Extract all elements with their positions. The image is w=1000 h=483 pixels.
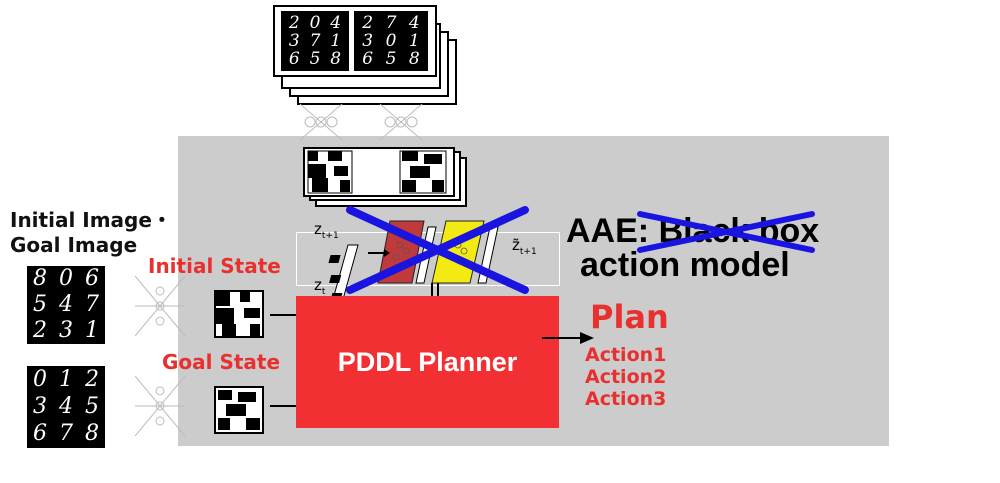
digit-cell: 0 xyxy=(33,366,47,392)
digit-cell: 2 xyxy=(85,366,99,392)
digit-cell: 2 xyxy=(362,12,374,33)
plan-action-2: Action2 xyxy=(585,366,667,388)
digit-cell: 4 xyxy=(330,12,342,33)
digit-cell: 0 xyxy=(385,30,397,51)
z-t1-label: zt+1 xyxy=(314,220,339,241)
digit-cell: 3 xyxy=(59,318,73,343)
digit-cell: 6 xyxy=(362,48,374,69)
decoded-image-stack xyxy=(273,5,457,141)
digit-cell: 7 xyxy=(309,30,321,51)
plan-title: Plan xyxy=(590,298,669,336)
digit-cell: 7 xyxy=(385,12,397,33)
digit-cell: 1 xyxy=(408,30,420,51)
digit-cell: 1 xyxy=(85,318,99,343)
digit-cell: 8 xyxy=(33,266,47,291)
digit-cell: 8 xyxy=(408,48,420,69)
digit-cell: 6 xyxy=(33,421,47,447)
digit-cell: 1 xyxy=(330,30,342,51)
goal-state-label: Goal State xyxy=(162,350,281,374)
digit-cell: 4 xyxy=(59,292,73,317)
initial-goal-image-label-2: Goal Image xyxy=(10,233,138,257)
digit-cell: 4 xyxy=(59,393,73,419)
digit-cell: 3 xyxy=(33,393,47,419)
digit-cell: 5 xyxy=(385,48,397,69)
z-tilde-label: z̃t+1 xyxy=(512,236,537,257)
digit-cell: 3 xyxy=(362,30,374,51)
digit-cell: 4 xyxy=(408,12,420,33)
digit-cell: 2 xyxy=(288,12,300,33)
digit-cell: 2 xyxy=(33,318,47,343)
plan-actions: Action1 Action2 Action3 xyxy=(585,344,666,410)
black-box-cross xyxy=(637,211,815,253)
output-arrow xyxy=(542,332,594,344)
pddl-planner-box: PDDL Planner xyxy=(296,296,559,428)
digit-cell: 8 xyxy=(330,48,342,69)
digit-cell: 0 xyxy=(59,266,73,291)
initial-state-bits xyxy=(214,290,264,338)
digit-cell: 7 xyxy=(59,421,73,447)
latent-state-stack xyxy=(303,147,467,207)
z-t-label: zt xyxy=(314,276,326,297)
digit-cell: 1 xyxy=(59,366,73,392)
digit-cell: 8 xyxy=(85,421,99,447)
plan-action-3: Action3 xyxy=(585,388,667,410)
digit-cell: 6 xyxy=(85,266,99,291)
digit-cell: 0 xyxy=(309,12,321,33)
digit-cell: 5 xyxy=(85,393,99,419)
pddl-planner-label: PDDL Planner xyxy=(337,346,518,377)
plan-action-1: Action1 xyxy=(585,344,667,366)
digit-cell: 7 xyxy=(85,292,99,317)
goal-state-bits xyxy=(214,386,264,434)
digit-cell: 5 xyxy=(309,48,321,69)
encoder-networks xyxy=(135,275,186,437)
aae-network xyxy=(328,206,529,310)
digit-cell: 5 xyxy=(33,292,47,317)
initial-goal-image-label-1: Initial Image・ xyxy=(10,208,172,232)
digit-cell: 3 xyxy=(288,30,300,51)
digit-cell: 6 xyxy=(288,48,300,69)
initial-state-label: Initial State xyxy=(148,254,281,278)
aae-subtitle: action model xyxy=(580,246,790,284)
